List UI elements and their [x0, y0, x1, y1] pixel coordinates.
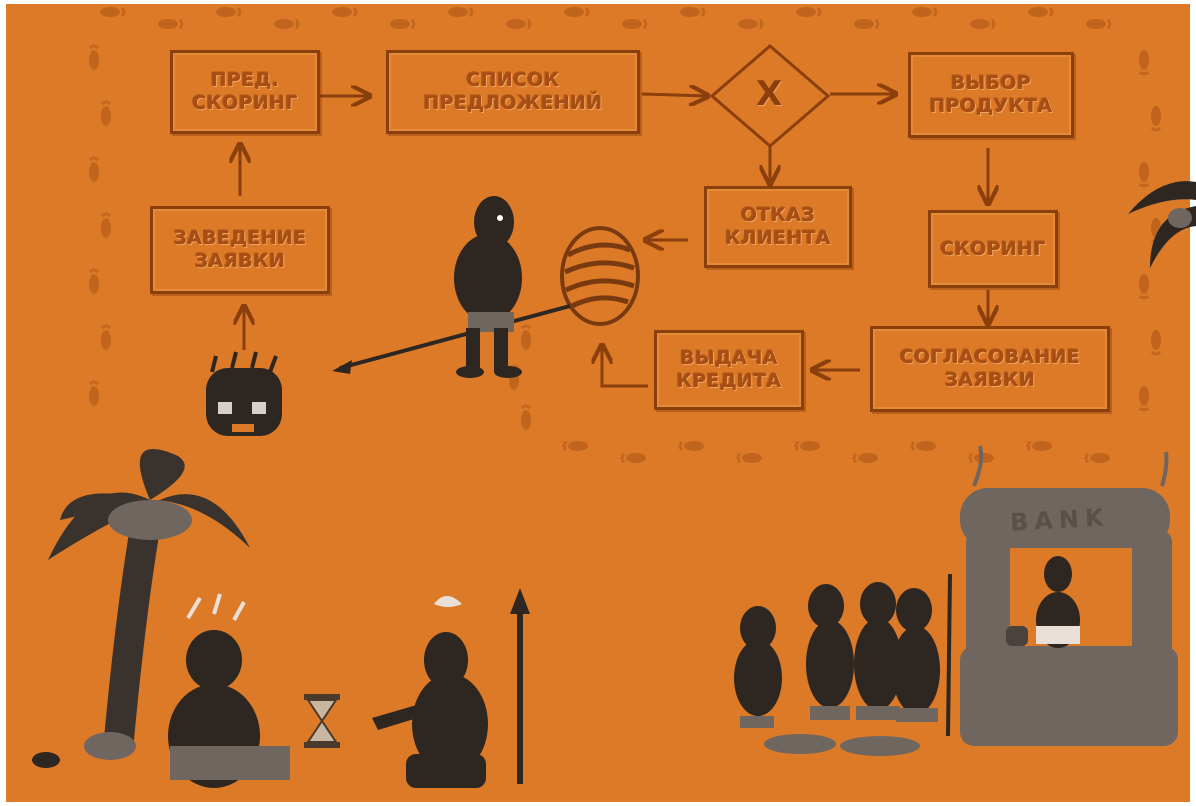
- node-client-refusal-label: ОТКАЗ КЛИЕНТА: [725, 204, 831, 249]
- bank-sign-text: BANK: [1009, 503, 1111, 537]
- right-palm-tree: [1128, 181, 1196, 268]
- node-product-choice-label: ВЫБОР ПРОДУКТА: [929, 72, 1053, 117]
- node-credit-issue-label: ВЫДАЧА КРЕДИТА: [676, 347, 782, 392]
- node-prescoring-label: ПРЕД. СКОРИНГ: [192, 69, 298, 114]
- node-offers-list-label: СПИСОК ПРЕДЛОЖЕНИЙ: [423, 69, 603, 114]
- node-client-refusal: ОТКАЗ КЛИЕНТА: [704, 186, 852, 268]
- hourglass-icon: [304, 694, 340, 748]
- target-shield: [560, 226, 640, 326]
- node-offers-list: СПИСОК ПРЕДЛОЖЕНИЙ: [386, 50, 640, 134]
- node-application-entry: ЗАВЕДЕНИЕ ЗАЯВКИ: [150, 206, 330, 294]
- node-credit-issue: ВЫДАЧА КРЕДИТА: [654, 330, 804, 410]
- gateway-symbol: X: [756, 74, 783, 114]
- decision-gateway: [709, 44, 831, 148]
- kneeling-spear-figure: [372, 588, 530, 788]
- bank-stone-hut: [960, 445, 1178, 746]
- node-application-approval-label: СОГЛАСОВАНИЕ ЗАЯВКИ: [899, 346, 1081, 391]
- seated-waiting-figure: [168, 593, 290, 788]
- node-product-choice: ВЫБОР ПРОДУКТА: [908, 52, 1074, 138]
- node-application-entry-label: ЗАВЕДЕНИЕ ЗАЯВКИ: [173, 227, 307, 272]
- flow-connectors: [240, 94, 988, 388]
- node-application-approval: СОГЛАСОВАНИЕ ЗАЯВКИ: [870, 326, 1110, 412]
- tiki-mask-head: [206, 351, 282, 436]
- node-scoring: СКОРИНГ: [928, 210, 1058, 288]
- arrow-issue-to-target: [602, 345, 648, 388]
- bank-queue-figures: [734, 573, 952, 756]
- arrow-offers-to-gate: [641, 94, 708, 96]
- spear-warrior-figure: [332, 196, 571, 378]
- left-palm-tree: [32, 448, 250, 768]
- node-prescoring: ПРЕД. СКОРИНГ: [170, 50, 320, 134]
- node-scoring-label: СКОРИНГ: [940, 237, 1046, 260]
